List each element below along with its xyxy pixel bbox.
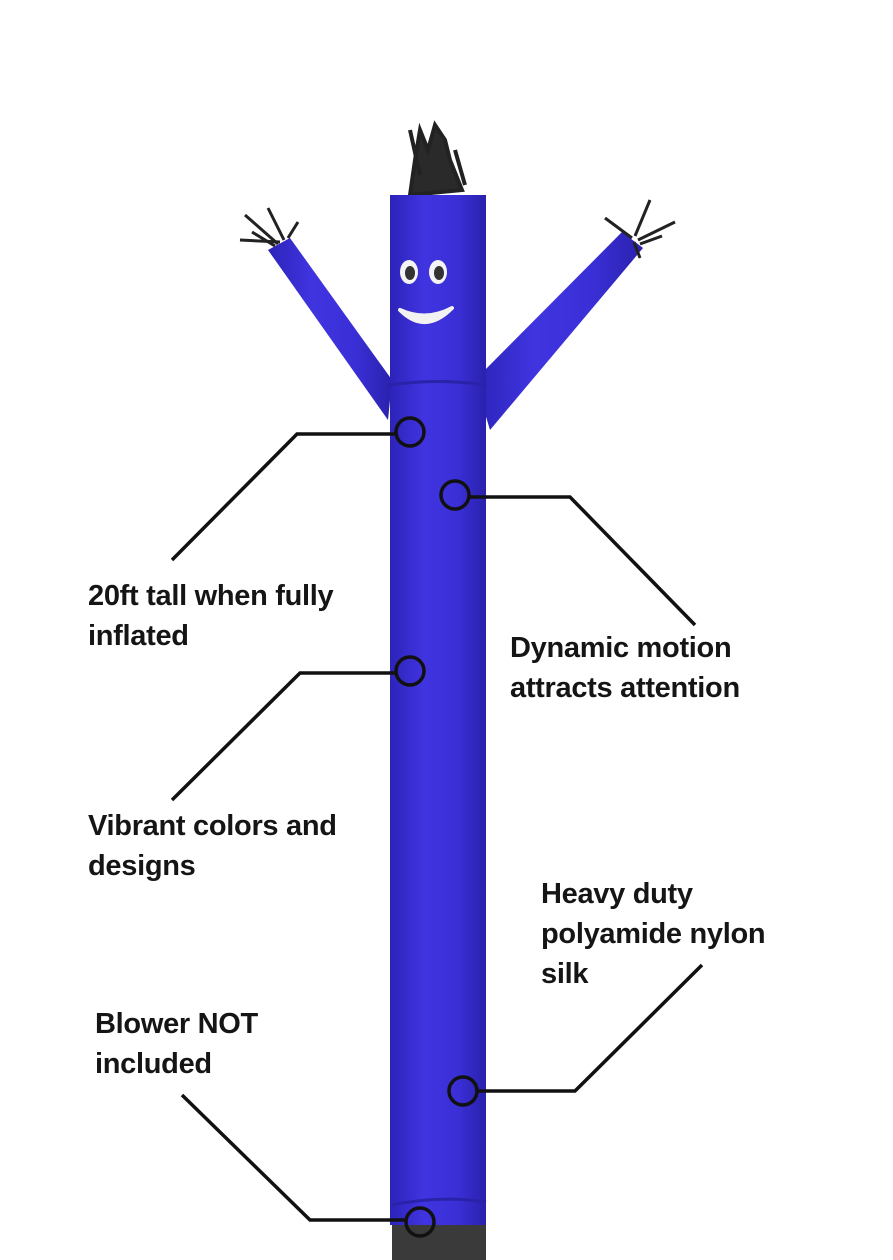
callout-motion: Dynamic motion attracts attention (510, 628, 740, 708)
callout-marker (404, 1206, 436, 1238)
callout-marker (394, 655, 426, 687)
right-hand-tassel-icon (604, 199, 676, 259)
callout-marker (439, 479, 471, 511)
callout-colors: Vibrant colors and designs (88, 806, 337, 886)
tube-body (390, 195, 486, 1225)
callout-marker (394, 416, 426, 448)
callout-text: Blower NOT (95, 1008, 258, 1040)
left-hand-tassel-icon (239, 207, 300, 248)
callout-text: Vibrant colors and (88, 810, 337, 842)
callout-text: attracts attention (510, 672, 740, 704)
callout-text: included (95, 1048, 212, 1080)
smiley-face-icon (398, 260, 454, 324)
callout-text: silk (541, 958, 589, 990)
callout-leader (170, 432, 396, 562)
callout-lines (170, 416, 704, 1238)
blower-base (392, 1225, 486, 1260)
callout-text: Heavy duty (541, 878, 693, 910)
callout-height: 20ft tall when fully inflated (88, 576, 334, 656)
callout-leader (477, 963, 704, 1093)
callout-leader (180, 1093, 406, 1222)
callout-text: polyamide nylon (541, 918, 766, 950)
left-arm (268, 238, 392, 420)
callout-leader (469, 495, 697, 627)
head-tassel-icon (407, 120, 467, 198)
callout-material: Heavy duty polyamide nylon silk (541, 874, 766, 994)
callout-text: inflated (88, 620, 189, 652)
right-arm (475, 232, 643, 430)
callout-blower: Blower NOT included (95, 1004, 258, 1084)
callout-text: 20ft tall when fully (88, 580, 334, 612)
callout-leader (170, 671, 396, 802)
callout-text: designs (88, 850, 196, 882)
callout-text: Dynamic motion (510, 632, 732, 664)
